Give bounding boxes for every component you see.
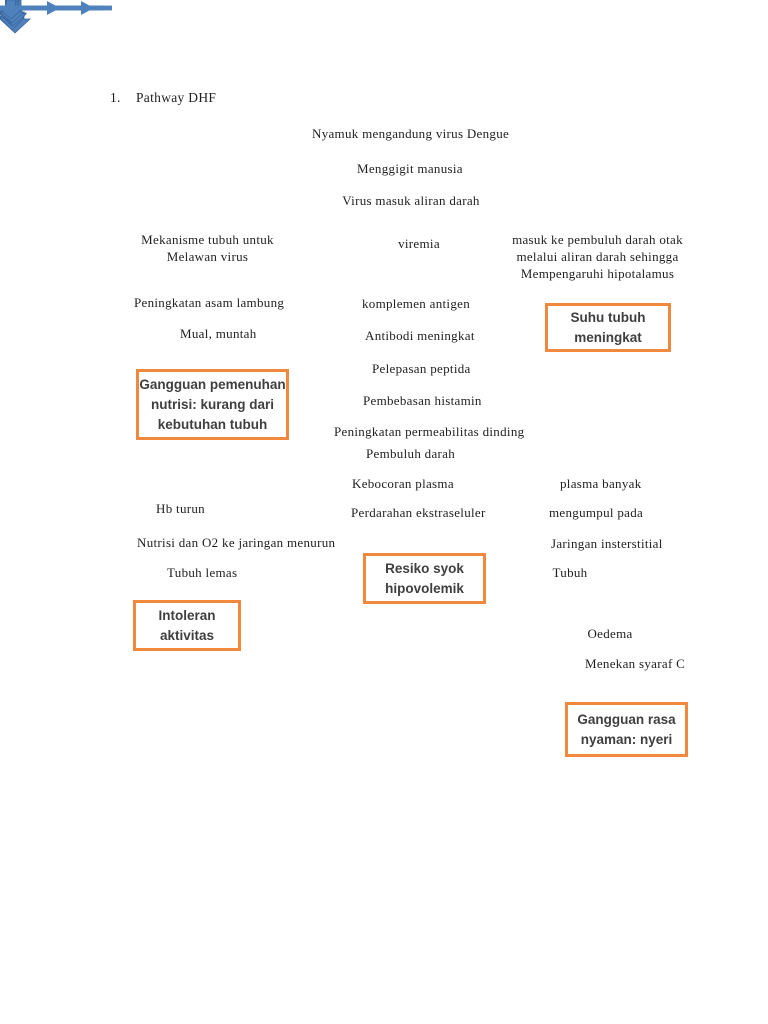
node-asam-lambung: Peningkatan asam lambung: [134, 295, 285, 310]
node-viremia: viremia: [398, 236, 440, 251]
flow-arrow-down: [0, 0, 24, 18]
box-gangguan-nutrisi-line2: nutrisi: kurang dari: [150, 396, 275, 412]
box-gangguan-nutrisi-line3: kebutuhan tubuh: [157, 416, 268, 432]
node-perdarahan: Perdarahan ekstraseluler: [351, 505, 486, 520]
flow-arrow-down: [0, 0, 25, 31]
flow-arrow-down: [0, 0, 22, 19]
node-pembuluh-otak: masuk ke pembuluh darah otak melalui ali…: [505, 231, 690, 282]
node-pembuluh: Pembuluh darah: [366, 446, 456, 461]
flow-arrow-down: [0, 0, 23, 25]
node-menggigit: Menggigit manusia: [357, 161, 463, 176]
node-mengumpul: mengumpul pada: [549, 505, 644, 520]
box-suhu-line2: meningkat: [574, 329, 642, 345]
box-intoleran-line2: aktivitas: [159, 627, 215, 643]
flow-arrow-right: [0, 1, 60, 15]
box-gangguan-rasa-line2: nyaman: nyeri: [580, 731, 673, 747]
box-resiko-line2: hipovolemik: [385, 580, 464, 596]
node-pembebasan: Pembebasan histamin: [363, 393, 482, 408]
node-nyamuk: Nyamuk mengandung virus Dengue: [312, 126, 510, 141]
box-resiko-line1: Resiko syok: [385, 560, 464, 576]
flow-arrow-down: [0, 0, 25, 27]
page-title: 1. Pathway DHF: [110, 90, 216, 106]
flow-arrow-down: [0, 0, 25, 29]
node-nutrisi-o2: Nutrisi dan O2 ke jaringan menurun: [137, 535, 336, 550]
node-oedema: Oedema: [587, 626, 633, 641]
node-mekanisme-line2: Melawan virus: [166, 249, 249, 264]
node-hb-turun: Hb turun: [156, 501, 205, 516]
title-number: 1.: [110, 90, 121, 105]
flow-arrow-down: [0, 0, 26, 24]
node-mekanisme-line1: Mekanisme tubuh untuk: [141, 232, 274, 247]
node-antibodi: Antibodi meningkat: [365, 328, 475, 343]
box-gangguan-rasa-line1: Gangguan rasa: [577, 711, 676, 727]
node-mual: Mual, muntah: [180, 326, 257, 341]
node-mekanisme: Mekanisme tubuh untuk Melawan virus: [140, 231, 275, 265]
box-gangguan-nutrisi-line1: Gangguan pemenuhan: [139, 376, 286, 392]
node-otak-line2: melalui aliran darah sehingga: [516, 249, 679, 264]
box-suhu-line1: Suhu tubuh: [570, 309, 646, 325]
flow-arrow-left: [0, 1, 104, 15]
flow-arrow-down: [0, 0, 28, 27]
flow-arrow-down: [0, 0, 27, 27]
title-text: Pathway DHF: [136, 90, 217, 105]
box-intoleran-aktivitas: Intoleran aktivitas: [133, 600, 241, 651]
node-menekan: Menekan syaraf C: [585, 656, 686, 671]
flow-arrow-down: [0, 0, 23, 24]
flow-arrow-down: [0, 0, 22, 19]
flow-arrow-down: [0, 0, 32, 34]
node-otak-line3: Mempengaruhi hipotalamus: [520, 266, 675, 281]
node-pelepasan: Pelepasan peptida: [372, 361, 471, 376]
node-jaringan: Jaringan insterstitial: [551, 536, 663, 551]
node-tubuh: Tubuh: [552, 565, 588, 580]
flow-arrow-down: [0, 0, 25, 26]
flow-arrow-down: [0, 0, 24, 22]
box-suhu-tubuh-meningkat: Suhu tubuh meningkat: [545, 303, 671, 352]
node-komplemen: komplemen antigen: [362, 296, 470, 311]
node-virus-masuk: Virus masuk aliran darah: [342, 193, 480, 208]
flow-arrow-right: [0, 1, 94, 15]
flow-arrow-down: [0, 0, 23, 25]
node-permeabilitas: Peningkatan permeabilitas dinding: [334, 424, 525, 439]
flow-arrow-down: [0, 0, 25, 30]
node-otak-line1: masuk ke pembuluh darah otak: [512, 232, 683, 247]
flow-arrow-down: [0, 0, 24, 20]
node-kebocoran: Kebocoran plasma: [352, 476, 454, 491]
box-intoleran-line1: Intoleran: [158, 607, 216, 623]
box-resiko-syok: Resiko syok hipovolemik: [363, 553, 486, 604]
box-gangguan-nutrisi: Gangguan pemenuhan nutrisi: kurang dari …: [136, 369, 289, 440]
node-plasma-banyak: plasma banyak: [560, 476, 642, 491]
flow-arrow-down: [0, 0, 24, 20]
flow-arrow-down: [0, 0, 23, 25]
flow-arrow-left: [0, 1, 112, 15]
box-gangguan-rasa: Gangguan rasa nyaman: nyeri: [565, 702, 688, 757]
node-tubuh-lemas: Tubuh lemas: [167, 565, 238, 580]
